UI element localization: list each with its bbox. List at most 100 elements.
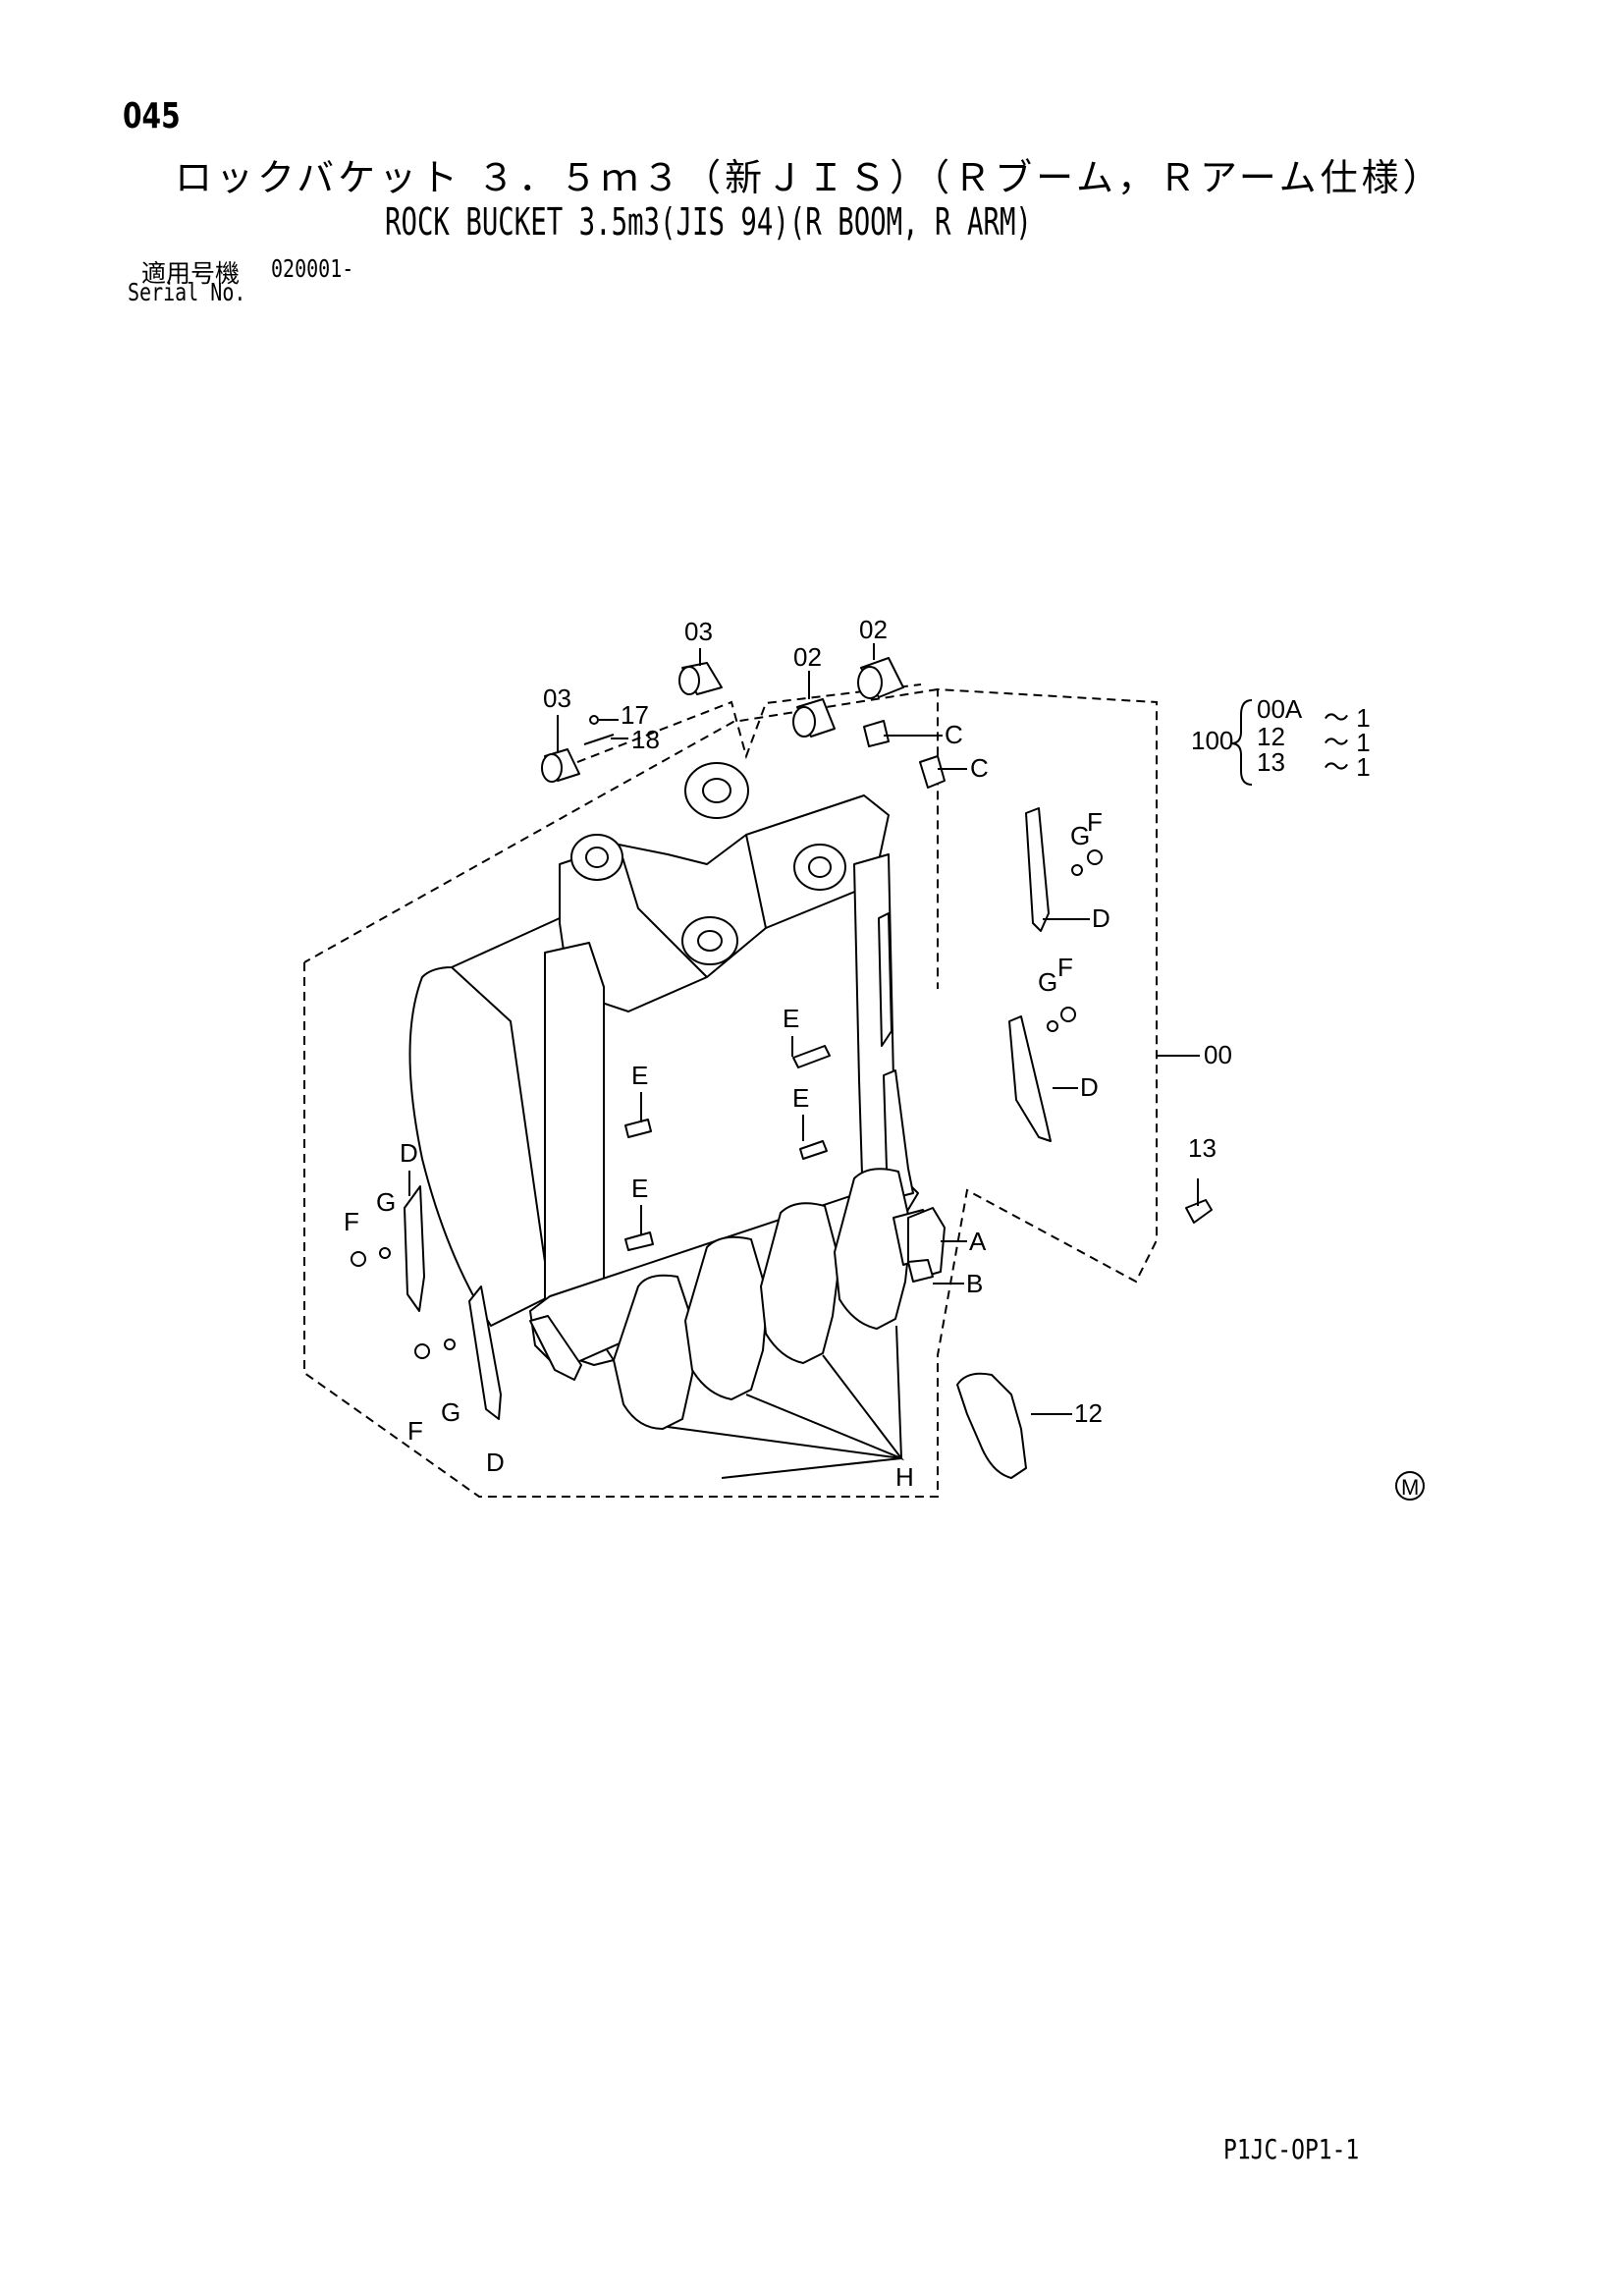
kit-row-2-qty: ～ 1 bbox=[1324, 728, 1371, 757]
callout-03-left: 03 bbox=[543, 683, 571, 713]
callout-g-4: G bbox=[441, 1397, 460, 1427]
washer-g-3 bbox=[379, 1247, 391, 1259]
callout-g-2: G bbox=[1038, 967, 1057, 997]
kit-composition: 100 00A ～ 1 12 ～ 1 13 ～ 1 bbox=[1191, 694, 1371, 786]
serial-number-value: 020001- bbox=[271, 254, 354, 283]
bush-03-top-end bbox=[678, 666, 700, 695]
kit-number: 100 bbox=[1191, 726, 1233, 755]
washer-g-2 bbox=[1047, 1020, 1058, 1032]
page-number: 045 bbox=[123, 96, 181, 137]
boss-lower-bore bbox=[697, 930, 723, 952]
bolt-e-3 bbox=[799, 1140, 828, 1160]
callout-f-4: F bbox=[407, 1416, 423, 1446]
page-title-english: ROCK BUCKET 3.5m3(JIS 94)(R BOOM, R ARM) bbox=[385, 200, 1032, 244]
callout-d-1: D bbox=[1092, 903, 1110, 933]
kit-row-1-qty: ～ 1 bbox=[1324, 703, 1371, 733]
wear-plate-upper-right bbox=[878, 912, 893, 1047]
boss-right-bore bbox=[808, 856, 832, 878]
bucket-shell bbox=[408, 917, 570, 1327]
callout-e-2: E bbox=[631, 1061, 648, 1090]
callout-03-top: 03 bbox=[684, 617, 713, 646]
callout-a: A bbox=[969, 1227, 987, 1256]
callout-d-4: D bbox=[486, 1448, 505, 1477]
beam-edge-2 bbox=[745, 834, 767, 929]
bush-02-top-end bbox=[857, 666, 883, 699]
tooth-assembly bbox=[613, 1168, 939, 1430]
callout-b: B bbox=[966, 1269, 983, 1298]
callout-e-4: E bbox=[631, 1174, 648, 1203]
kit-row-2-part: 12 bbox=[1257, 722, 1285, 751]
callout-02-top: 02 bbox=[859, 615, 888, 644]
side-guard-upper-right bbox=[1025, 807, 1050, 932]
bucket-top-beam bbox=[559, 794, 890, 1012]
bracket-bosses bbox=[570, 762, 846, 965]
callout-g-1: G bbox=[1070, 821, 1090, 850]
top-hardware bbox=[541, 657, 946, 789]
callout-17: 17 bbox=[621, 700, 649, 730]
boss-large-top-bore bbox=[702, 778, 731, 803]
callout-h: H bbox=[895, 1462, 914, 1492]
bush-02-mid-end bbox=[792, 706, 816, 738]
callout-13: 13 bbox=[1188, 1133, 1217, 1163]
spare-tooth-point-12 bbox=[956, 1372, 1027, 1479]
serial-label-english: Serial No. bbox=[128, 278, 246, 306]
assembly-boundary bbox=[303, 687, 1158, 1498]
side-guard-middle-right bbox=[1008, 1015, 1052, 1142]
bolts bbox=[624, 1045, 831, 1251]
mark-symbol: M bbox=[1401, 1475, 1419, 1500]
clip-c-1 bbox=[863, 720, 890, 747]
spare-pin-13 bbox=[1185, 1199, 1213, 1224]
callout-c-2: C bbox=[970, 753, 989, 783]
upper-boundary bbox=[303, 688, 939, 963]
serial-label-japanese: 適用号機 bbox=[141, 259, 241, 288]
callout-02-mid: 02 bbox=[793, 642, 822, 672]
leader-lines bbox=[408, 643, 1200, 1479]
nut-f-3 bbox=[351, 1251, 366, 1267]
callout-d-2: D bbox=[1080, 1072, 1099, 1102]
callout-c-1: C bbox=[945, 720, 963, 749]
side-guard-left-1 bbox=[404, 1185, 425, 1312]
tooth-3 bbox=[760, 1202, 840, 1364]
retaining-pin-b bbox=[907, 1259, 934, 1283]
footer-page-code: P1JC-OP1-1 bbox=[1223, 2133, 1360, 2165]
side-guard-left-2 bbox=[468, 1285, 502, 1420]
callout-d-3: D bbox=[400, 1138, 418, 1168]
bucket-shell-rib bbox=[451, 966, 551, 1297]
kit-brace bbox=[1230, 699, 1253, 786]
kit-row-3-part: 13 bbox=[1257, 747, 1285, 777]
tooth-4 bbox=[834, 1168, 912, 1330]
callout-e-1: E bbox=[783, 1004, 799, 1033]
bolt-e-4 bbox=[624, 1231, 654, 1251]
callout-18: 18 bbox=[631, 725, 660, 754]
washer-g-1 bbox=[1071, 864, 1083, 876]
top-pin-boundary bbox=[549, 683, 922, 774]
bolt-e-1 bbox=[792, 1045, 831, 1068]
nut-f-2 bbox=[1060, 1007, 1076, 1022]
washer-g-4 bbox=[444, 1339, 456, 1350]
circled-m-mark: M bbox=[1395, 1471, 1425, 1501]
side-cutter-left bbox=[529, 1315, 582, 1381]
kit-row-3-qty: ～ 1 bbox=[1324, 752, 1371, 782]
callout-00: 00 bbox=[1204, 1040, 1232, 1069]
bolt-e-2 bbox=[624, 1119, 652, 1138]
side-guards bbox=[351, 807, 1103, 1420]
callout-f-1: F bbox=[1087, 807, 1103, 837]
callout-g-3: G bbox=[376, 1187, 396, 1217]
callout-12: 12 bbox=[1074, 1398, 1103, 1428]
nut-f-1 bbox=[1087, 849, 1103, 865]
kit-row-1-part: 00A bbox=[1257, 694, 1303, 724]
clip-c-2 bbox=[919, 755, 946, 789]
page-title-japanese: ロックバケット ３．５ｍ３（新ＪＩＳ）（Ｒブーム，Ｒアーム仕様） bbox=[175, 156, 1444, 199]
bush-03-left-end bbox=[541, 753, 563, 783]
tooth-1 bbox=[613, 1274, 698, 1430]
nut-f-4 bbox=[414, 1343, 430, 1359]
callout-e-3: E bbox=[792, 1083, 809, 1113]
callout-f-3: F bbox=[344, 1207, 359, 1236]
pin-17 bbox=[589, 715, 599, 725]
callout-f-2: F bbox=[1057, 953, 1073, 982]
tooth-2 bbox=[684, 1235, 769, 1400]
pin-18 bbox=[583, 734, 615, 745]
boss-left-bore bbox=[585, 847, 609, 868]
beam-edge bbox=[618, 844, 708, 978]
